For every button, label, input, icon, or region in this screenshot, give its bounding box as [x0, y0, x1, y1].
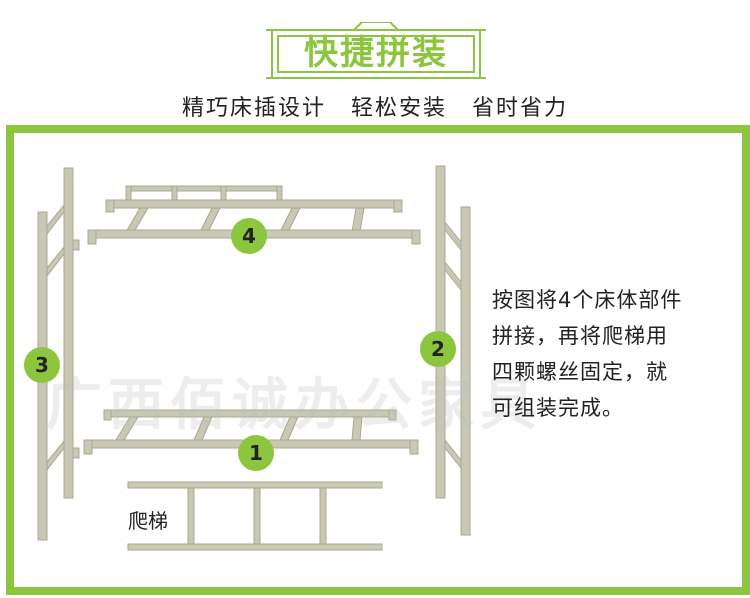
ladder-top-rail: [127, 481, 383, 489]
watermark: 广西佰诚办公家具: [46, 373, 542, 438]
badge-part-3: 3: [24, 347, 60, 383]
badge-part-1: 1: [238, 435, 274, 471]
badge-part-4: 4: [231, 218, 267, 254]
title-frame: [266, 22, 486, 79]
assembly-description: 按图将4个床体部件 拼接，再将爬梯用 四颗螺丝固定，就 可组装完成。: [492, 282, 728, 426]
description-line: 按图将4个床体部件: [492, 288, 683, 312]
subtitle-part-save: 省时省力: [472, 96, 569, 121]
description-line: 四颗螺丝固定，就: [492, 360, 668, 384]
description-line: 拼接，再将爬梯用: [492, 324, 668, 348]
left-post-back: [63, 167, 74, 499]
ladder-bottom-rail: [127, 543, 383, 551]
subtitle-part-easy: 轻松安装: [350, 96, 447, 121]
badge-part-2: 2: [420, 331, 456, 367]
description-line: 可组装完成。: [492, 396, 624, 420]
ladder-label: 爬梯: [128, 509, 168, 533]
page-title: 快捷拼装: [304, 33, 448, 73]
upper-bed-rail-back: [105, 199, 403, 209]
upper-guardrail: [125, 185, 283, 192]
subtitle-part-design: 精巧床插设计: [181, 96, 326, 121]
subtitle: 精巧床插设计 轻松安装 省时省力: [0, 90, 750, 122]
right-post-front: [460, 206, 471, 536]
